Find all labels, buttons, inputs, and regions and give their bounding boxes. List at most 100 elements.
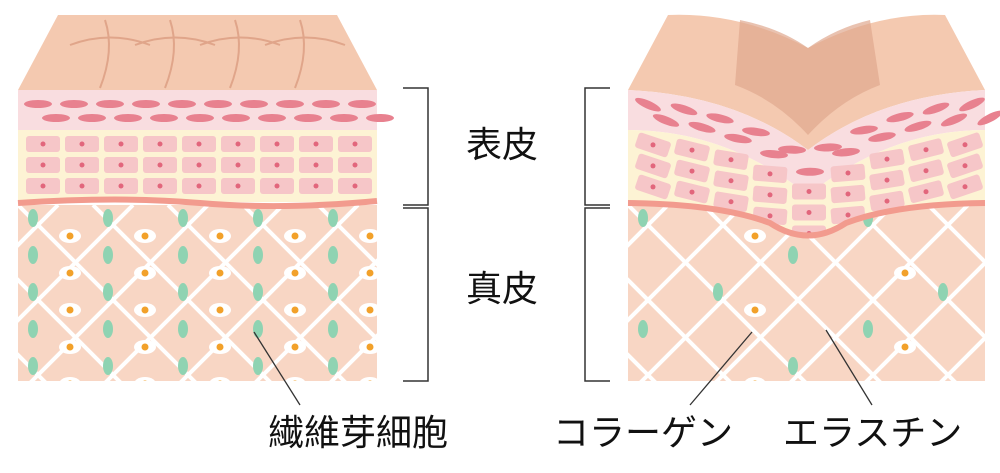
- collagen-fiber: [29, 205, 210, 381]
- collagen-fiber: [926, 205, 985, 381]
- granular-cell: [186, 114, 214, 122]
- cell-nucleus: [274, 141, 280, 147]
- granular-cell: [258, 114, 286, 122]
- cell-nucleus: [40, 183, 46, 189]
- fibroblast-nucleus: [751, 380, 759, 381]
- cell-nucleus: [923, 189, 929, 195]
- cell-nucleus: [79, 183, 85, 189]
- elastin-fiber: [28, 246, 38, 264]
- basement-membrane: [627, 200, 986, 239]
- granular-cell: [977, 110, 1000, 126]
- granular-cell: [688, 121, 716, 133]
- elastin-fiber: [328, 357, 338, 375]
- fibroblast-nucleus: [68, 380, 72, 381]
- elastin-fiber: [638, 320, 648, 338]
- fibroblast-nucleus: [66, 269, 74, 277]
- cell-nucleus: [806, 188, 812, 194]
- granular-cell: [168, 100, 196, 108]
- fibroblast: [135, 377, 155, 381]
- elastin-fiber: [403, 209, 413, 227]
- cell-nucleus: [235, 141, 241, 147]
- cell-nucleus: [313, 162, 319, 168]
- granular-cell: [760, 150, 788, 159]
- cell-nucleus: [884, 156, 890, 162]
- cell-nucleus: [352, 183, 358, 189]
- granular-cell: [670, 103, 698, 116]
- granular-cell: [114, 114, 142, 122]
- granular-cell: [814, 143, 842, 152]
- granular-cell: [706, 113, 734, 124]
- cell-nucleus: [196, 162, 202, 168]
- cell-nucleus: [235, 162, 241, 168]
- cell-nucleus: [196, 141, 202, 147]
- fibroblast-nucleus: [291, 232, 299, 240]
- granular-cell: [742, 127, 770, 137]
- collagen-fiber: [628, 205, 670, 381]
- cell-nucleus: [962, 163, 968, 169]
- elastin-fiber: [103, 320, 113, 338]
- granular-cell: [886, 112, 914, 123]
- cell-nucleus: [767, 171, 773, 177]
- cell-nucleus: [767, 213, 773, 219]
- fibroblast-nucleus: [366, 306, 374, 314]
- elastin-fiber: [638, 209, 648, 227]
- wrinkle-line: [99, 19, 110, 89]
- elastin-fiber: [328, 320, 338, 338]
- cell-nucleus: [728, 178, 734, 184]
- collagen-fiber: [701, 205, 895, 381]
- elastin-fiber: [28, 283, 38, 301]
- granular-cell: [42, 114, 70, 122]
- elastin-fiber: [328, 283, 338, 301]
- elastin-fiber: [788, 246, 798, 264]
- skin-surface: [18, 15, 377, 90]
- cell-nucleus: [884, 177, 890, 183]
- elastin-fiber: [178, 320, 188, 338]
- elastin-fiber: [713, 283, 723, 301]
- elastin-fiber: [253, 283, 263, 301]
- granular-cells: [24, 100, 394, 122]
- fibroblast-nucleus: [366, 269, 374, 277]
- granular-cell: [922, 102, 950, 115]
- granular-cell: [96, 100, 124, 108]
- cell-nucleus: [157, 141, 163, 147]
- epidermis-label: 表皮: [466, 125, 539, 166]
- elastin-fiber: [403, 357, 413, 375]
- cell-nucleus: [157, 183, 163, 189]
- fibroblast-nucleus: [291, 343, 299, 351]
- granular-cell: [652, 114, 680, 127]
- granular-cell: [240, 100, 268, 108]
- granular-cell: [222, 114, 250, 122]
- collagen-fiber: [628, 205, 820, 381]
- normal-skin: [17, 15, 413, 381]
- cell-nucleus: [196, 183, 202, 189]
- spinous-cells: [26, 136, 372, 194]
- dermis-fibers: [18, 205, 413, 381]
- cell-nucleus: [118, 141, 124, 147]
- fibroblast: [744, 377, 766, 381]
- elastin-fiber: [103, 357, 113, 375]
- collagen-fiber: [926, 205, 985, 381]
- elastin-fiber: [328, 246, 338, 264]
- elastin-fiber: [178, 283, 188, 301]
- cell-nucleus: [845, 191, 851, 197]
- elastin-fiber: [178, 209, 188, 227]
- cell-nucleus: [313, 141, 319, 147]
- wrinkle-line: [294, 19, 305, 89]
- fibroblast-nucleus: [368, 380, 372, 381]
- fibroblast-nucleus: [141, 343, 149, 351]
- elastin-fiber: [178, 357, 188, 375]
- fibroblast-nucleus: [366, 232, 374, 240]
- granular-cell: [204, 100, 232, 108]
- cell-nucleus: [845, 170, 851, 176]
- aged-skin: [627, 14, 1000, 381]
- fibroblast-nucleus: [366, 343, 374, 351]
- epidermis-bracket-left: [403, 87, 429, 206]
- fibroblast-nucleus: [143, 380, 147, 381]
- cell-nucleus: [689, 168, 695, 174]
- cell-nucleus: [79, 141, 85, 147]
- fibroblast-nucleus: [66, 232, 74, 240]
- elastin-fiber: [28, 209, 38, 227]
- collagen-fiber: [254, 258, 377, 381]
- elastin-label: エラスチン: [783, 413, 963, 454]
